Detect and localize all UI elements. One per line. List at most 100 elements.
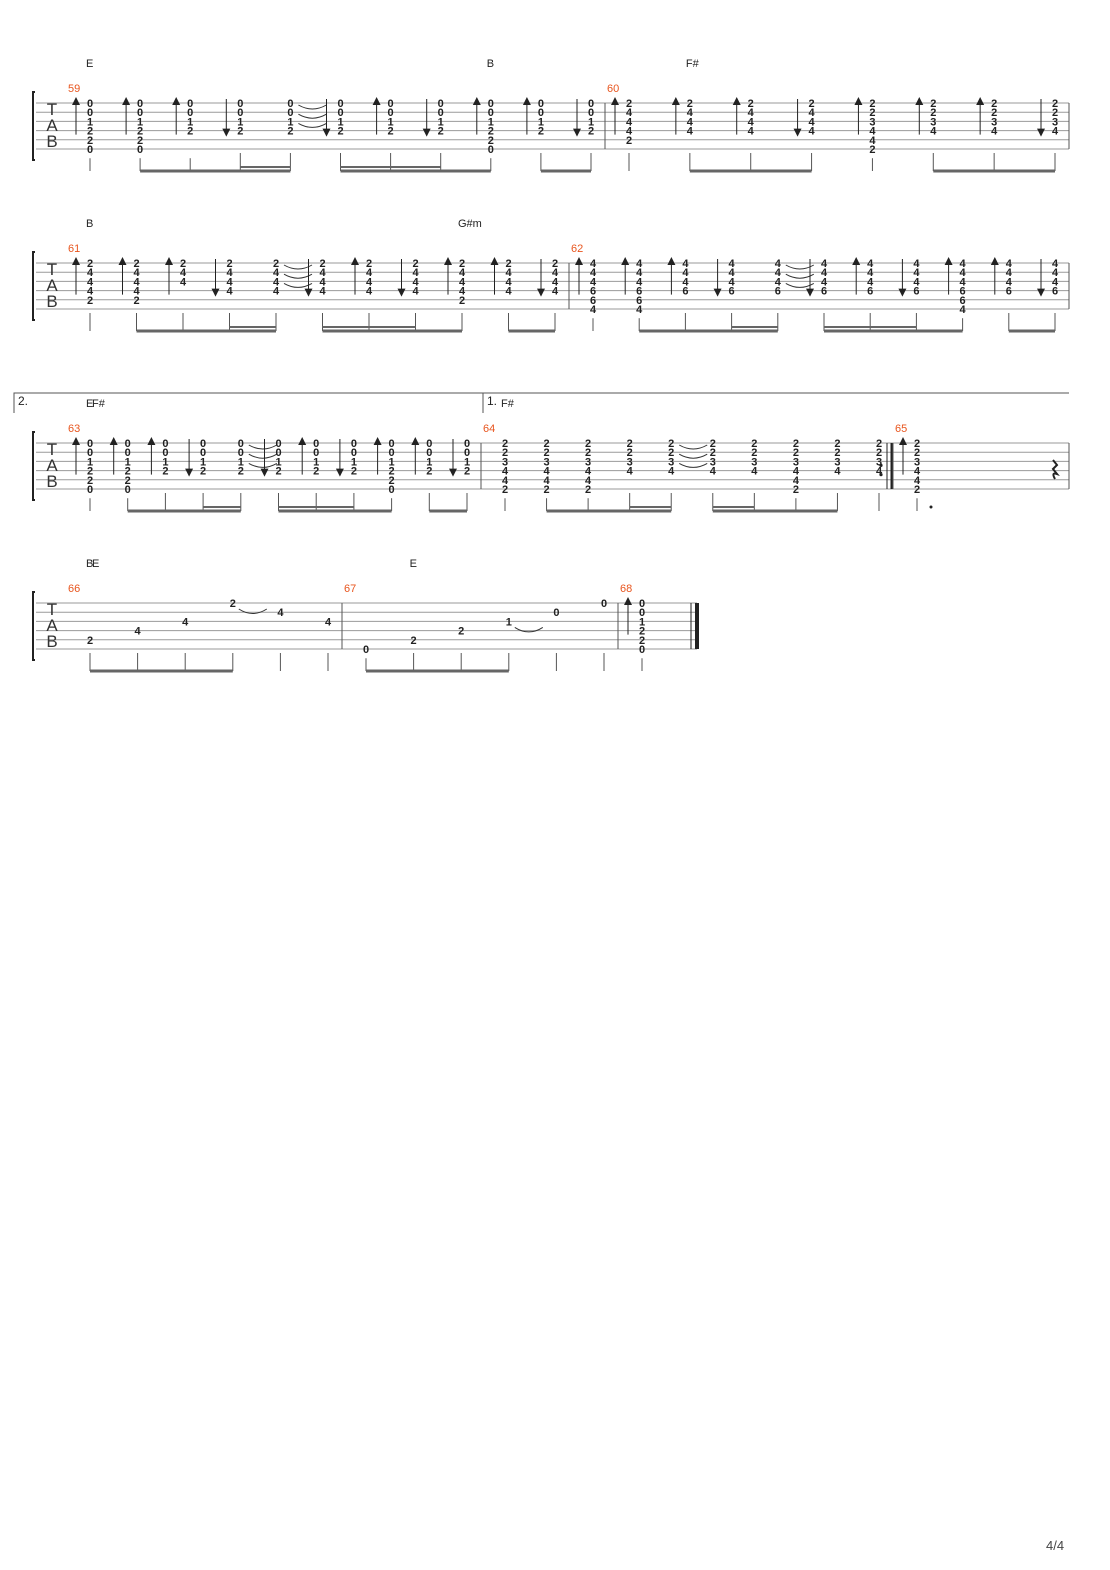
volta-bracket	[13, 392, 1069, 413]
fret-number: 2	[426, 466, 432, 478]
fret-number: 0	[125, 438, 131, 450]
fret-number: 4	[729, 276, 736, 288]
fret-number: 0	[238, 438, 244, 450]
fret-number: 4	[505, 286, 512, 298]
repeat-dot	[879, 463, 883, 467]
fret-number: 4	[627, 466, 634, 478]
fret-number: 2	[834, 447, 840, 459]
fret-number: 2	[930, 98, 936, 110]
fret-number: 4	[226, 267, 233, 279]
fret-number: 1	[87, 116, 93, 128]
fret-number: 0	[187, 107, 193, 119]
fret-number: 2	[914, 438, 920, 450]
fret-number: 4	[809, 116, 816, 128]
system-bracket	[32, 591, 35, 661]
fret-number: 2	[751, 447, 757, 459]
fret-number: 4	[180, 276, 187, 288]
fret-number: 4	[960, 267, 967, 279]
fret-number: 0	[426, 438, 432, 450]
fret-number: 2	[438, 126, 444, 138]
fret-number: 0	[351, 447, 357, 459]
fret-number: 3	[543, 456, 549, 468]
fret-number: 1	[275, 456, 281, 468]
strum-up-arrow	[575, 257, 583, 265]
fret-number: 0	[351, 438, 357, 450]
fret-number: 4	[913, 276, 920, 288]
fret-number: 0	[588, 107, 594, 119]
fret-number: 4	[1052, 258, 1059, 270]
fret-number: 1	[389, 456, 395, 468]
fret-number: 2	[639, 635, 645, 647]
fret-number: 4	[821, 258, 828, 270]
fret-number: 4	[913, 267, 920, 279]
fret-number: 0	[87, 107, 93, 119]
fret-number: 2	[668, 447, 674, 459]
fret-number: 2	[748, 98, 754, 110]
system-bracket	[32, 91, 35, 161]
fret-number: 2	[366, 258, 372, 270]
fret-number: 2	[388, 126, 394, 138]
chord-name: B	[86, 558, 93, 570]
fret-number: 2	[930, 107, 936, 119]
fret-number: 4	[226, 286, 233, 298]
tie-mark	[785, 273, 815, 279]
fret-number: 4	[960, 304, 967, 316]
fret-number: 0	[87, 447, 93, 459]
fret-number: 2	[505, 258, 511, 270]
fret-number: 6	[913, 286, 919, 298]
fret-number: 2	[287, 126, 293, 138]
strum-up-arrow	[899, 437, 907, 445]
fret-number: 2	[869, 144, 875, 156]
fret-number: 4	[133, 276, 140, 288]
fret-number: 1	[506, 616, 512, 628]
strum-down-arrow	[1037, 128, 1045, 137]
fret-number: 2	[552, 258, 558, 270]
fret-number: 1	[438, 116, 444, 128]
strum-down-arrow	[335, 468, 344, 477]
fret-number: 0	[588, 98, 594, 110]
fret-number: 4	[809, 126, 816, 138]
fret-number: 4	[775, 267, 782, 279]
fret-number: 0	[388, 98, 394, 110]
tab-clef-letter: A	[46, 456, 58, 475]
tie-mark	[785, 282, 815, 288]
fret-number: 1	[238, 456, 244, 468]
tab-clef-letter: B	[46, 292, 57, 311]
fret-number: 2	[538, 126, 544, 138]
tie-mark	[678, 462, 708, 468]
fret-number: 2	[502, 447, 508, 459]
fret-number: 0	[87, 484, 93, 496]
fret-number: 4	[590, 304, 597, 316]
chord-name: G#m	[458, 218, 482, 230]
tie-mark	[678, 453, 708, 459]
tab-clef-letter: A	[46, 276, 58, 295]
strum-up-arrow	[732, 97, 741, 105]
fret-number: 4	[1052, 267, 1059, 279]
fret-number: 3	[991, 116, 997, 128]
measure-number: 65	[895, 423, 907, 435]
fret-number: 4	[277, 607, 284, 619]
fret-number: 4	[459, 276, 466, 288]
fret-number: 2	[751, 438, 757, 450]
fret-number: 4	[412, 267, 419, 279]
fret-number: 4	[319, 276, 326, 288]
fret-number: 4	[914, 466, 921, 478]
strum-up-arrow	[109, 437, 118, 445]
chord-name: E	[86, 398, 93, 410]
fret-number: 1	[87, 456, 93, 468]
tie-mark	[298, 113, 327, 119]
measure-number: 66	[68, 583, 80, 595]
fret-number: 2	[87, 635, 93, 647]
fret-number: 2	[412, 258, 418, 270]
fret-number: 6	[775, 286, 781, 298]
fret-number: 2	[137, 135, 143, 147]
fret-number: 4	[793, 466, 800, 478]
fret-number: 0	[337, 98, 343, 110]
fret-number: 4	[636, 276, 643, 288]
fret-number: 4	[626, 116, 633, 128]
fret-number: 6	[960, 295, 966, 307]
strum-up-arrow	[72, 437, 80, 445]
fret-number: 1	[464, 456, 470, 468]
tie-mark	[298, 122, 327, 128]
fret-number: 1	[287, 116, 293, 128]
